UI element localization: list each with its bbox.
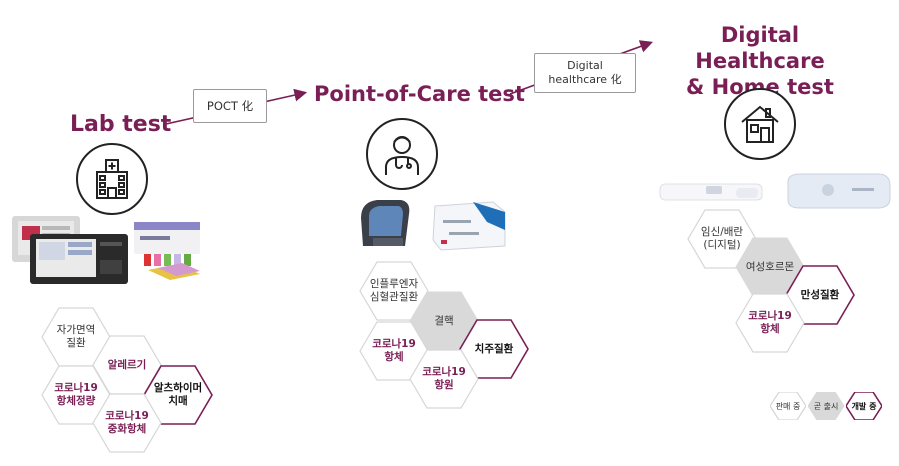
home-hex-2-label: 여성호르몬 [745, 260, 795, 273]
poct-callout: POCT 化 [193, 89, 267, 123]
lab-hex-5-label: 코로나19 중화항체 [105, 410, 149, 435]
legend-soon-shape [808, 392, 844, 420]
lab-test-title: Lab test [70, 112, 172, 137]
home-test-devices-image [659, 173, 891, 209]
doctor-icon [385, 136, 419, 175]
poc-hex-2: 결핵 [409, 291, 479, 351]
poc-hex-3: 코로나19 항체 [359, 321, 429, 381]
legend-soon: 곧 출시 [808, 392, 844, 420]
lab-analyzer-image [12, 216, 200, 284]
point-of-care-title: Point-of-Care test [314, 82, 525, 106]
lab-hex-1-label: 자가면역 질환 [56, 324, 96, 349]
legend-soon-label: 곧 출시 [813, 401, 839, 411]
lab-hex-4: 알츠하이머 치매 [143, 365, 213, 425]
poc-hex-5-shape [409, 349, 479, 409]
poc-hex-2-label: 결핵 [434, 314, 454, 327]
poc-hex-4-shape [459, 319, 529, 379]
legend-sell: 판매 중 [770, 392, 806, 420]
home-hex-2: 여성호르몬 [735, 237, 805, 297]
home-hex-3: 만성질환 [785, 265, 855, 325]
house-icon-circle [724, 88, 796, 160]
house-icon [741, 105, 779, 143]
legend-sell-shape [770, 392, 806, 420]
poc-hex-1: 인플루엔자 심혈관질환 [359, 261, 429, 321]
lab-hex-5-shape [92, 393, 162, 453]
home-hex-1-label: 임신/배란 (디지털) [700, 226, 744, 251]
lab-hex-2: 알레르기 [92, 335, 162, 395]
poc-hex-5-label: 코로나19 항원 [422, 366, 466, 391]
legend-dev-label: 개발 중 [851, 401, 877, 411]
digital-healthcare-callout: Digital healthcare 化 [534, 53, 636, 93]
legend-dev: 개발 중 [846, 392, 882, 420]
home-hex-1: 임신/배란 (디지털) [687, 209, 757, 269]
doctor-icon-circle [366, 118, 438, 190]
poc-hex-4: 치주질환 [459, 319, 529, 379]
home-hex-4: 코로나19 항체 [735, 293, 805, 353]
lab-hex-5: 코로나19 중화항체 [92, 393, 162, 453]
hospital-icon-circle [76, 143, 148, 215]
poc-hex-4-label: 치주질환 [474, 342, 514, 355]
home-hex-4-shape [735, 293, 805, 353]
poc-device-image [361, 200, 506, 251]
poc-hex-5: 코로나19 항원 [409, 349, 479, 409]
legend-dev-shape [846, 392, 882, 420]
legend-sell-label: 판매 중 [775, 401, 801, 411]
home-hex-3-label: 만성질환 [800, 288, 840, 301]
lab-hex-4-label: 알츠하이머 치매 [153, 382, 203, 407]
home-hex-4-label: 코로나19 항체 [748, 310, 792, 335]
lab-hex-2-label: 알레르기 [107, 358, 147, 371]
poc-hex-1-label: 인플루엔자 심혈관질환 [369, 278, 419, 303]
poc-hex-3-label: 코로나19 항체 [372, 338, 416, 363]
hospital-icon [96, 159, 128, 199]
lab-hex-3-label: 코로나19 항체정량 [54, 382, 98, 407]
